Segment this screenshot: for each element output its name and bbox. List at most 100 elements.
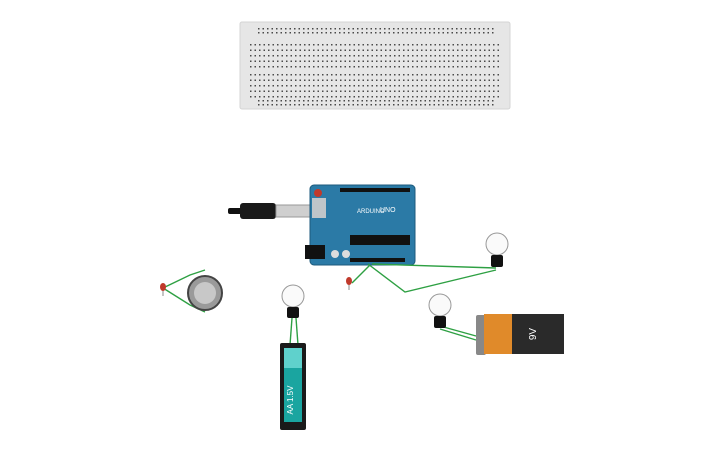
breadboard-hole[interactable] — [262, 104, 265, 106]
breadboard-hole[interactable] — [429, 32, 431, 34]
breadboard-hole[interactable] — [416, 96, 419, 98]
breadboard-hole[interactable] — [331, 55, 333, 57]
breadboard-hole[interactable] — [420, 104, 422, 106]
breadboard-hole[interactable] — [456, 28, 458, 30]
breadboard-hole[interactable] — [272, 79, 275, 82]
breadboard-hole[interactable] — [353, 44, 356, 46]
breadboard-hole[interactable] — [371, 60, 374, 63]
breadboard-hole[interactable] — [421, 90, 423, 93]
breadboard-hole[interactable] — [313, 44, 315, 46]
breadboard-hole[interactable] — [457, 85, 459, 87]
breadboard-hole[interactable] — [438, 32, 440, 34]
breadboard-hole[interactable] — [259, 96, 261, 98]
breadboard-hole[interactable] — [326, 55, 329, 57]
breadboard-hole[interactable] — [353, 85, 356, 87]
breadboard-hole[interactable] — [475, 55, 477, 57]
breadboard-hole[interactable] — [461, 74, 464, 76]
breadboard-hole[interactable] — [299, 96, 302, 98]
breadboard-hole[interactable] — [483, 100, 485, 102]
breadboard-hole[interactable] — [412, 79, 414, 82]
breadboard-hole[interactable] — [250, 44, 252, 46]
breadboard-hole[interactable] — [268, 79, 270, 82]
breadboard-hole[interactable] — [434, 79, 437, 82]
breadboard-hole[interactable] — [348, 100, 350, 102]
breadboard-hole[interactable] — [484, 85, 486, 87]
breadboard-hole[interactable] — [478, 100, 481, 102]
breadboard-hole[interactable] — [271, 100, 274, 102]
breadboard-hole[interactable] — [280, 28, 283, 30]
breadboard-hole[interactable] — [340, 96, 342, 98]
breadboard-hole[interactable] — [451, 28, 454, 30]
breadboard-hole[interactable] — [376, 85, 378, 87]
breadboard-hole[interactable] — [286, 44, 288, 46]
breadboard-hole[interactable] — [361, 32, 364, 34]
breadboard-hole[interactable] — [367, 55, 369, 57]
breadboard-hole[interactable] — [367, 79, 369, 82]
breadboard-hole[interactable] — [475, 44, 477, 46]
breadboard-hole[interactable] — [331, 66, 333, 68]
breadboard-hole[interactable] — [367, 74, 369, 76]
breadboard-hole[interactable] — [388, 100, 391, 102]
breadboard-hole[interactable] — [299, 49, 302, 52]
breadboard-hole[interactable] — [425, 60, 428, 63]
breadboard-hole[interactable] — [276, 32, 278, 34]
breadboard-hole[interactable] — [281, 96, 284, 98]
breadboard-hole[interactable] — [497, 44, 500, 46]
breadboard-hole[interactable] — [254, 44, 257, 46]
breadboard-hole[interactable] — [403, 74, 405, 76]
breadboard-hole[interactable] — [493, 74, 495, 76]
breadboard-hole[interactable] — [416, 85, 419, 87]
breadboard-hole[interactable] — [389, 79, 392, 82]
breadboard-hole[interactable] — [299, 66, 302, 68]
breadboard-hole[interactable] — [398, 96, 401, 98]
breadboard-hole[interactable] — [371, 49, 374, 52]
breadboard-hole[interactable] — [268, 85, 270, 87]
breadboard-hole[interactable] — [406, 100, 409, 102]
breadboard-hole[interactable] — [326, 60, 329, 63]
breadboard-hole[interactable] — [406, 32, 409, 34]
breadboard-hole[interactable] — [429, 100, 431, 102]
breadboard-hole[interactable] — [478, 28, 481, 30]
aa-battery[interactable]: AA 1.5V — [280, 343, 306, 430]
breadboard-hole[interactable] — [421, 85, 423, 87]
breadboard-hole[interactable] — [335, 79, 338, 82]
breadboard-hole[interactable] — [263, 60, 266, 63]
breadboard-hole[interactable] — [379, 104, 382, 106]
breadboard-hole[interactable] — [371, 85, 374, 87]
breadboard-hole[interactable] — [425, 90, 428, 93]
breadboard-hole[interactable] — [380, 90, 383, 93]
breadboard-hole[interactable] — [308, 90, 311, 93]
breadboard-hole[interactable] — [375, 32, 377, 34]
breadboard-hole[interactable] — [412, 90, 414, 93]
breadboard-hole[interactable] — [258, 28, 260, 30]
breadboard-hole[interactable] — [358, 74, 360, 76]
breadboard-hole[interactable] — [434, 90, 437, 93]
breadboard-hole[interactable] — [487, 28, 490, 30]
breadboard-hole[interactable] — [461, 60, 464, 63]
breadboard-hole[interactable] — [362, 74, 365, 76]
breadboard-hole[interactable] — [375, 100, 377, 102]
breadboard-hole[interactable] — [488, 60, 491, 63]
breadboard-hole[interactable] — [429, 104, 431, 106]
breadboard-hole[interactable] — [443, 44, 446, 46]
breadboard-hole[interactable] — [443, 74, 446, 76]
breadboard-hole[interactable] — [335, 74, 338, 76]
breadboard-hole[interactable] — [299, 79, 302, 82]
breadboard-hole[interactable] — [313, 90, 315, 93]
breadboard-hole[interactable] — [335, 44, 338, 46]
breadboard-hole[interactable] — [421, 74, 423, 76]
breadboard-hole[interactable] — [479, 74, 482, 76]
breadboard-hole[interactable] — [398, 74, 401, 76]
breadboard-hole[interactable] — [290, 96, 293, 98]
breadboard-hole[interactable] — [452, 96, 455, 98]
breadboard-hole[interactable] — [259, 49, 261, 52]
breadboard-hole[interactable] — [398, 90, 401, 93]
breadboard-hole[interactable] — [465, 104, 467, 106]
breadboard-hole[interactable] — [331, 85, 333, 87]
breadboard-hole[interactable] — [285, 28, 287, 30]
breadboard-hole[interactable] — [326, 79, 329, 82]
breadboard-hole[interactable] — [403, 79, 405, 82]
breadboard-hole[interactable] — [487, 32, 490, 34]
breadboard-hole[interactable] — [474, 104, 476, 106]
breadboard-hole[interactable] — [443, 85, 446, 87]
